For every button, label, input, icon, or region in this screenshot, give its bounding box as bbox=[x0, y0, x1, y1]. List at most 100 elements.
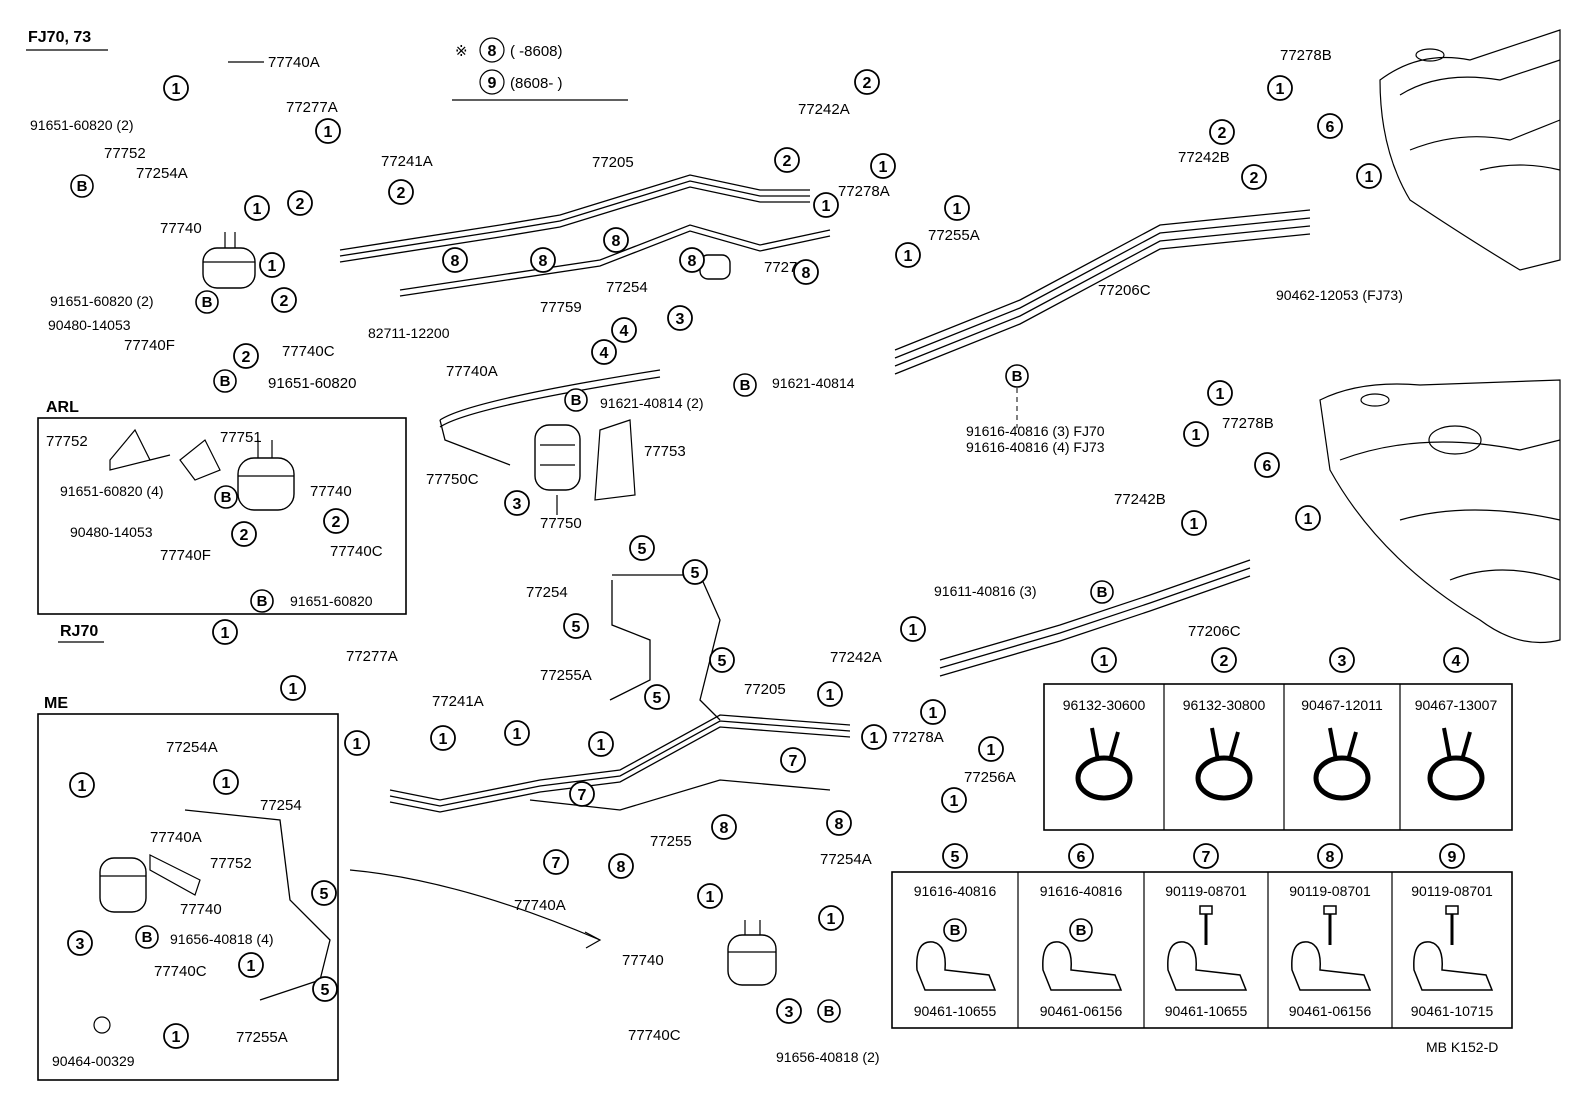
circled-number-callout-2-icon: 2 bbox=[287, 190, 313, 216]
label-77277A-a: 77277A bbox=[286, 99, 338, 116]
arl-bracket-77751-icon bbox=[179, 439, 221, 481]
note-range-1: ( -8608) bbox=[510, 43, 563, 60]
section-me-title: ME bbox=[44, 695, 68, 712]
circled-number-callout-38-icon-number: 1 bbox=[1190, 516, 1199, 533]
me-label-77740: 77740 bbox=[180, 901, 222, 918]
circled-number-callout-66-icon-number: 1 bbox=[950, 793, 959, 810]
svg-text:B: B bbox=[824, 1003, 835, 1020]
circled-number-callout-24-icon-number: 1 bbox=[879, 159, 888, 176]
clip-table-header-5-number: 5 bbox=[951, 849, 960, 866]
circled-number-callout-11-icon: 8 bbox=[442, 247, 468, 273]
circled-number-callout-32-icon: 2 bbox=[1241, 164, 1267, 190]
circled-number-callout-72-icon-number: 1 bbox=[222, 775, 231, 792]
circled-number-callout-68-icon-number: 1 bbox=[827, 911, 836, 928]
circled-number-callout-56-icon: 7 bbox=[569, 781, 595, 807]
circled-number-callout-18-icon: 3 bbox=[667, 305, 693, 331]
circled-number-callout-74-icon: 3 bbox=[67, 930, 93, 956]
circled-number-callout-36-icon-number: 6 bbox=[1263, 458, 1272, 475]
circled-number-callout-4-icon-number: 1 bbox=[253, 201, 262, 218]
circled-number-callout-26-icon: 1 bbox=[944, 195, 970, 221]
clamp-1-icon bbox=[1075, 727, 1133, 801]
circled-number-callout-19-icon: 3 bbox=[504, 490, 530, 516]
clip-6-icon: B bbox=[1042, 918, 1123, 991]
circled-number-callout-29-icon: 2 bbox=[1209, 119, 1235, 145]
rj-label-77241A: 77241A bbox=[432, 693, 484, 710]
arl-label-77740: 77740 bbox=[310, 483, 352, 500]
label-77242A-a: 77242A bbox=[798, 101, 850, 118]
arl-label-90480: 90480-14053 bbox=[70, 524, 153, 540]
circled-number-callout-38-icon: 1 bbox=[1181, 510, 1207, 536]
circled-number-callout-13-icon-number: 8 bbox=[612, 233, 621, 250]
circled-number-callout-54-icon-number: 1 bbox=[597, 737, 606, 754]
circled-number-callout-12-icon: 8 bbox=[530, 247, 556, 273]
circled-number-callout-76-icon-number: 1 bbox=[247, 958, 256, 975]
bolt-b-callout-28-icon: B bbox=[1005, 364, 1029, 388]
circled-number-callout-3-icon-number: 2 bbox=[397, 185, 406, 202]
svg-text:B: B bbox=[202, 294, 213, 311]
circled-number-callout-63-icon: 1 bbox=[861, 724, 887, 750]
clip-part-top-8: 90119-08701 bbox=[1289, 883, 1371, 899]
circled-number-callout-47-icon: 1 bbox=[430, 725, 456, 751]
svg-text:B: B bbox=[571, 392, 582, 409]
circled-number-callout-73-icon-number: 5 bbox=[320, 886, 329, 903]
filter-77740-upper-icon bbox=[202, 232, 256, 289]
label-77740F-a: 77740F bbox=[124, 337, 175, 354]
label-77740A-b: 77740A bbox=[446, 363, 498, 380]
bracket-77753-icon bbox=[594, 419, 636, 501]
clip-table-header-5: 5 bbox=[942, 843, 968, 869]
label-91651-60820-2-b: 91651-60820 (2) bbox=[50, 293, 154, 309]
note-circle-8-number: 8 bbox=[488, 43, 497, 60]
rj-label-77740C: 77740C bbox=[628, 1027, 681, 1044]
circled-number-callout-36-icon: 6 bbox=[1254, 452, 1280, 478]
label-91651-60820-2-a: 91651-60820 (2) bbox=[30, 117, 134, 133]
label-77206C-b: 77206C bbox=[1188, 623, 1241, 640]
circled-number-callout-74-icon-number: 3 bbox=[76, 936, 85, 953]
svg-text:B: B bbox=[77, 178, 88, 195]
me-label-77255A: 77255A bbox=[236, 1029, 288, 1046]
svg-text:B: B bbox=[221, 489, 232, 506]
label-90480-14053-a: 90480-14053 bbox=[48, 317, 131, 333]
circled-number-callout-19-icon-number: 3 bbox=[513, 496, 522, 513]
bolt-b-callout-21-icon: B bbox=[733, 373, 757, 397]
clip-part-bottom-8: 90461-06156 bbox=[1289, 1003, 1372, 1019]
clamp-table-header-1: 1 bbox=[1091, 647, 1117, 673]
label-77255A-a: 77255A bbox=[928, 227, 980, 244]
arl-label-77751: 77751 bbox=[220, 429, 262, 446]
note-circle-9-number: 9 bbox=[488, 75, 497, 92]
arl-label-77740F: 77740F bbox=[160, 547, 211, 564]
label-90462-12053: 90462-12053 (FJ73) bbox=[1276, 287, 1403, 303]
circled-number-callout-55-icon: 7 bbox=[780, 747, 806, 773]
circled-number-callout-12-icon-number: 8 bbox=[539, 253, 548, 270]
clip-part-bottom-9: 90461-10715 bbox=[1411, 1003, 1494, 1019]
circled-number-callout-60-icon-number: 8 bbox=[835, 816, 844, 833]
circled-number-callout-14-icon-number: 8 bbox=[688, 253, 697, 270]
circled-number-callout-31-icon: 6 bbox=[1317, 113, 1343, 139]
line-77750C bbox=[439, 369, 661, 421]
circled-number-callout-57-icon: 7 bbox=[543, 849, 569, 875]
circled-number-callout-49-icon-number: 5 bbox=[691, 565, 700, 582]
bolt-b-callout-40-icon: B bbox=[214, 485, 238, 509]
circled-number-callout-32-icon-number: 2 bbox=[1250, 170, 1259, 187]
clip-5-bolt-icon: B bbox=[943, 918, 967, 942]
arl-label-91651: 91651-60820 bbox=[290, 593, 373, 609]
circled-number-callout-35-icon-number: 1 bbox=[1192, 427, 1201, 444]
circled-number-callout-69-icon: 3 bbox=[776, 998, 802, 1024]
clip-table-header-6-number: 6 bbox=[1077, 849, 1086, 866]
label-77242B-b: 77242B bbox=[1114, 491, 1166, 508]
circled-number-callout-1-icon: 1 bbox=[315, 118, 341, 144]
circled-number-callout-44-icon: 1 bbox=[212, 619, 238, 645]
circled-number-callout-45-icon-number: 1 bbox=[289, 681, 298, 698]
clamp-table-header-3: 3 bbox=[1329, 647, 1355, 673]
section-arl-title: ARL bbox=[46, 399, 79, 416]
circled-number-callout-63-icon-number: 1 bbox=[870, 730, 879, 747]
circled-number-callout-30-icon-number: 1 bbox=[1276, 81, 1285, 98]
circled-number-callout-54-icon: 1 bbox=[588, 731, 614, 757]
label-91621-40814-2: 91621-40814 (2) bbox=[600, 395, 704, 411]
circled-number-callout-30-icon: 1 bbox=[1267, 75, 1293, 101]
circled-number-callout-33-icon-number: 1 bbox=[1365, 169, 1374, 186]
model-title: FJ70, 73 bbox=[28, 29, 91, 46]
me-label-77752: 77752 bbox=[210, 855, 252, 872]
rj-label-77278A: 77278A bbox=[892, 729, 944, 746]
circled-number-callout-53-icon: 1 bbox=[504, 720, 530, 746]
clip-part-top-6: 91616-40816 bbox=[1040, 883, 1123, 899]
